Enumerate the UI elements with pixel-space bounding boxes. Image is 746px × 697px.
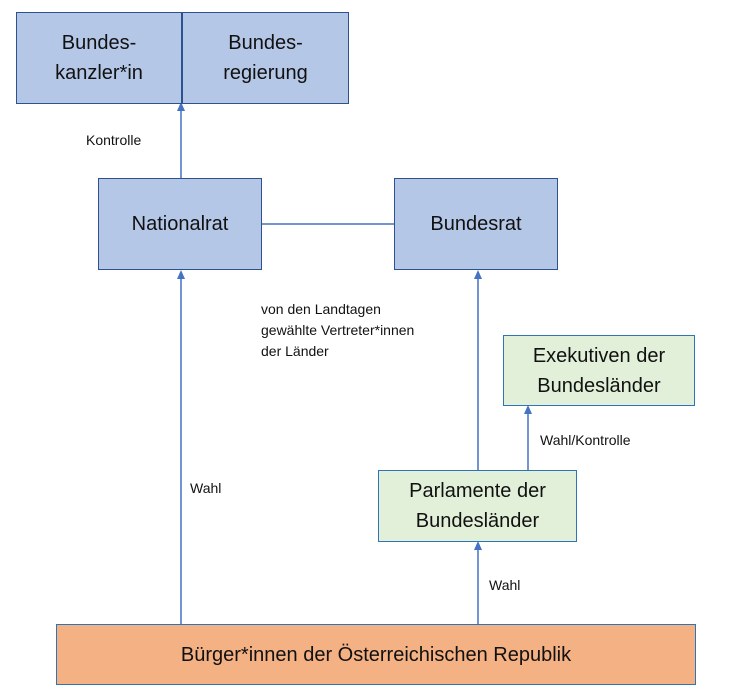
- label-wahl-kontrolle: Wahl/Kontrolle: [540, 432, 631, 448]
- box-exekutiven: Exekutiven der Bundesländer: [503, 335, 695, 406]
- label-wahl-right: Wahl: [489, 577, 521, 593]
- box-bundeskanzler: Bundes- kanzler*in: [16, 12, 182, 104]
- box-nationalrat: Nationalrat: [98, 178, 262, 270]
- box-buerger: Bürger*innen der Österreichischen Republ…: [56, 624, 696, 685]
- label-kontrolle: Kontrolle: [86, 132, 142, 148]
- box-parlamente: Parlamente der Bundesländer: [378, 470, 577, 542]
- label-wahl-left: Wahl: [190, 480, 222, 496]
- box-bundesregierung: Bundes- regierung: [182, 12, 349, 104]
- label-landtage: von den Landtagen gewählte Vertreter*inn…: [261, 301, 415, 359]
- box-bundesrat: Bundesrat: [394, 178, 558, 270]
